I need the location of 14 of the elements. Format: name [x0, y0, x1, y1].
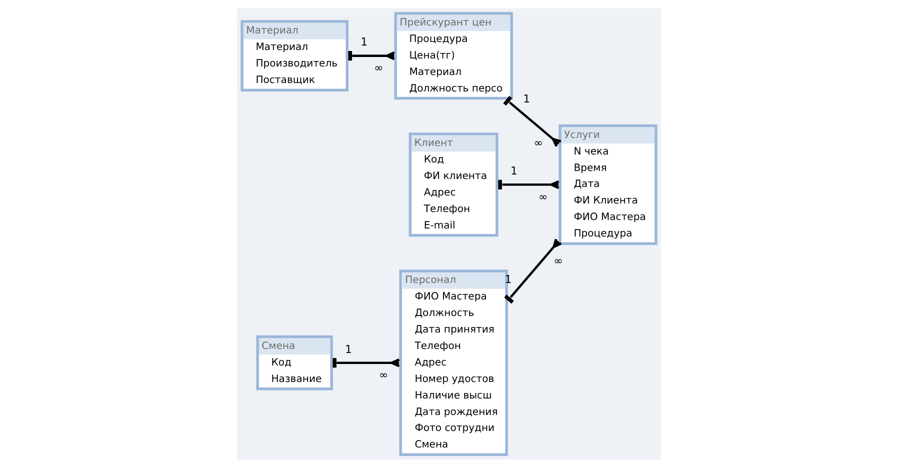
label: 1 — [523, 92, 530, 106]
connector — [498, 180, 560, 190]
label: 1 — [510, 164, 518, 178]
label: 1 — [345, 342, 352, 356]
connector — [504, 238, 562, 304]
connector — [348, 51, 396, 61]
label: ∞ — [534, 136, 544, 150]
label: ∞ — [379, 368, 388, 382]
connector — [332, 358, 400, 368]
label: 1 — [360, 36, 368, 49]
label: ∞ — [538, 190, 548, 204]
label: ∞ — [374, 62, 384, 75]
connector — [503, 96, 562, 148]
label: ∞ — [554, 254, 563, 268]
